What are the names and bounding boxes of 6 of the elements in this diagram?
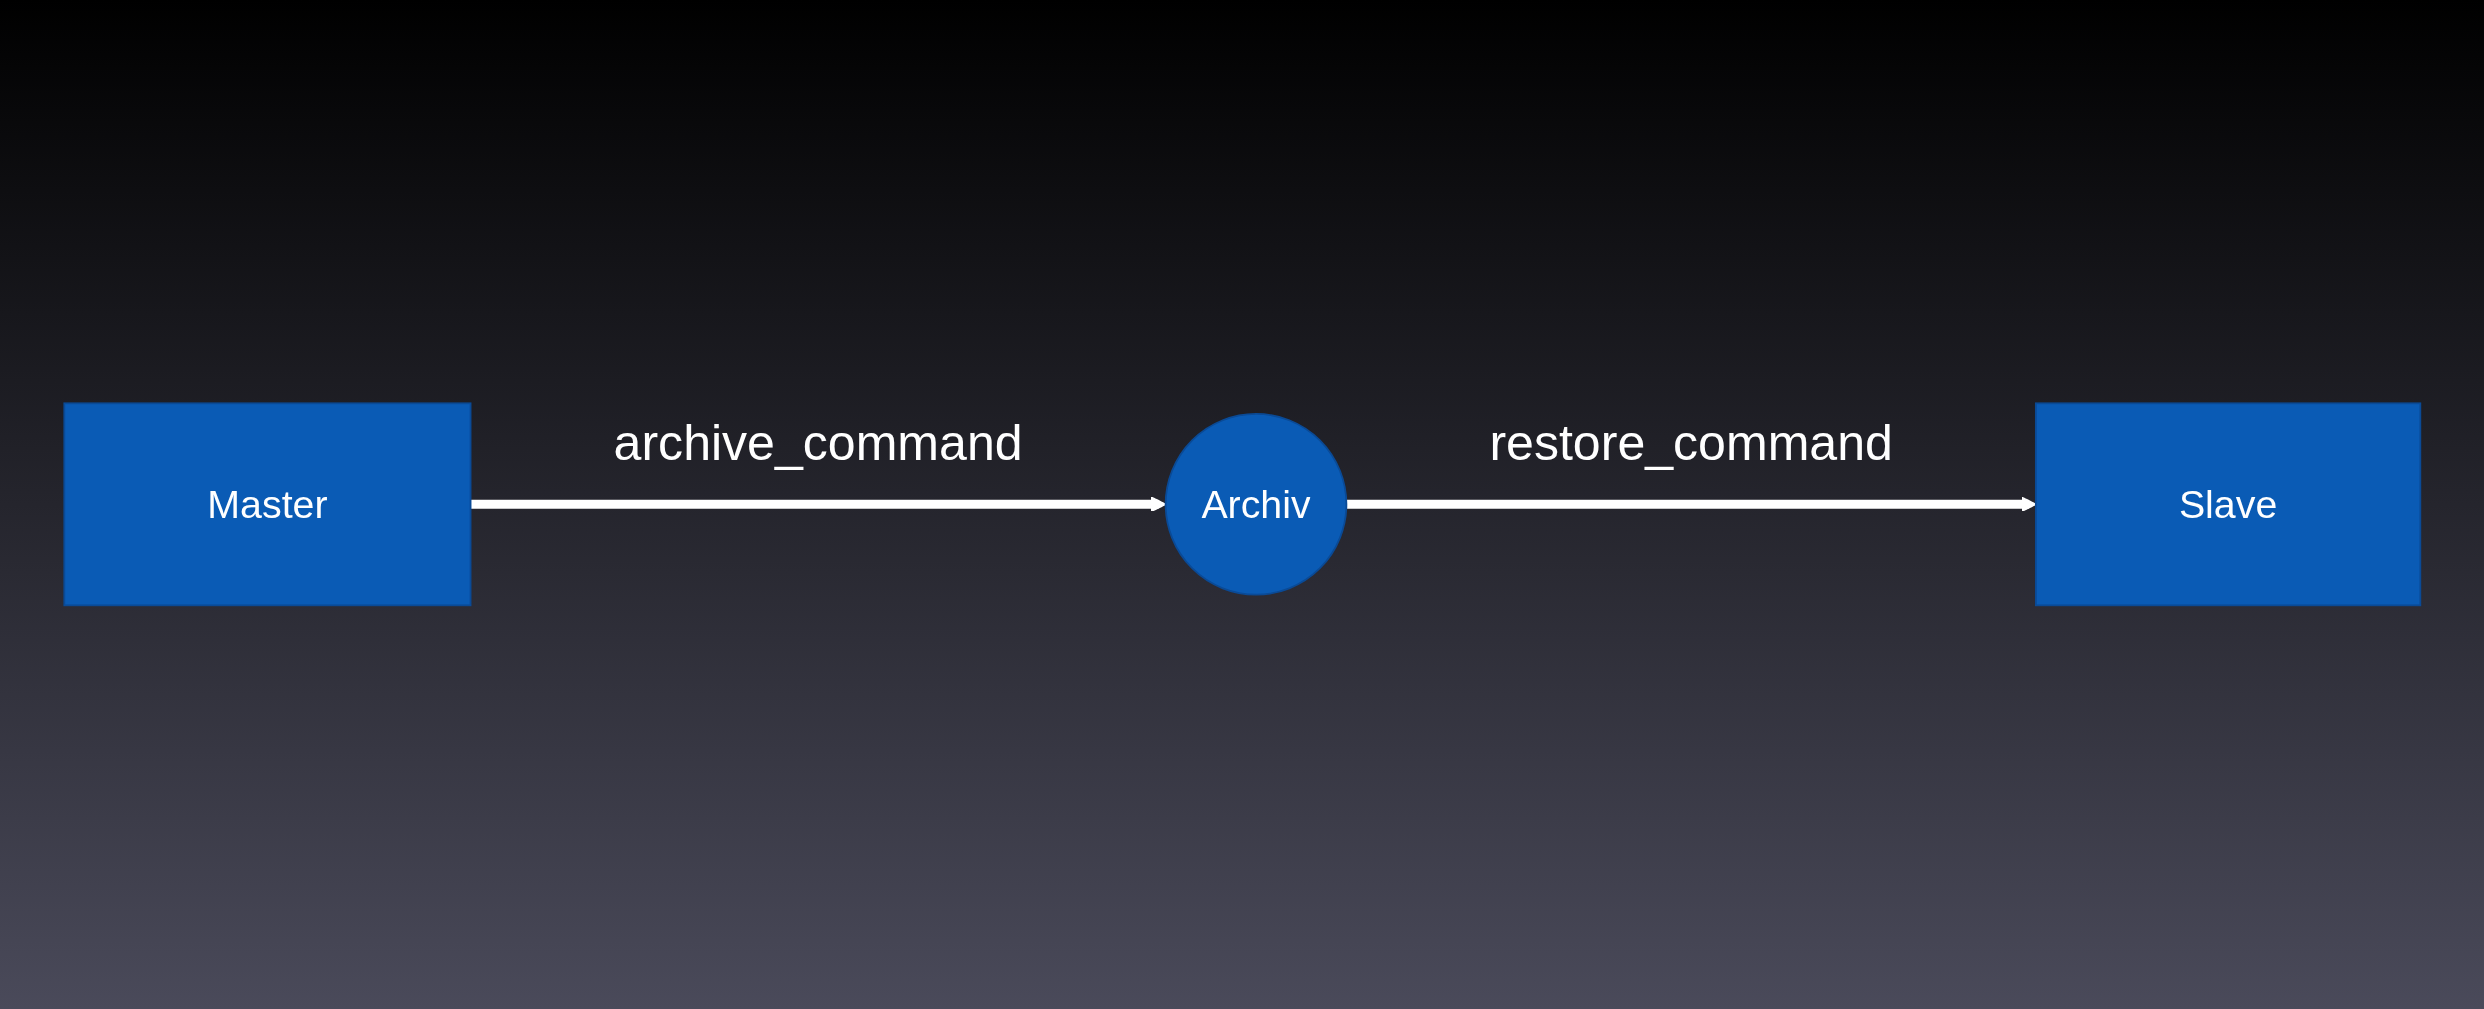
node-box: Master <box>63 402 472 607</box>
node-box: Slave <box>2034 402 2421 607</box>
node-circle: Archiv <box>1164 413 1347 596</box>
edge-label: restore_command <box>1489 414 1893 473</box>
arrow <box>470 496 1166 513</box>
edge-label: archive_command <box>613 414 1023 473</box>
